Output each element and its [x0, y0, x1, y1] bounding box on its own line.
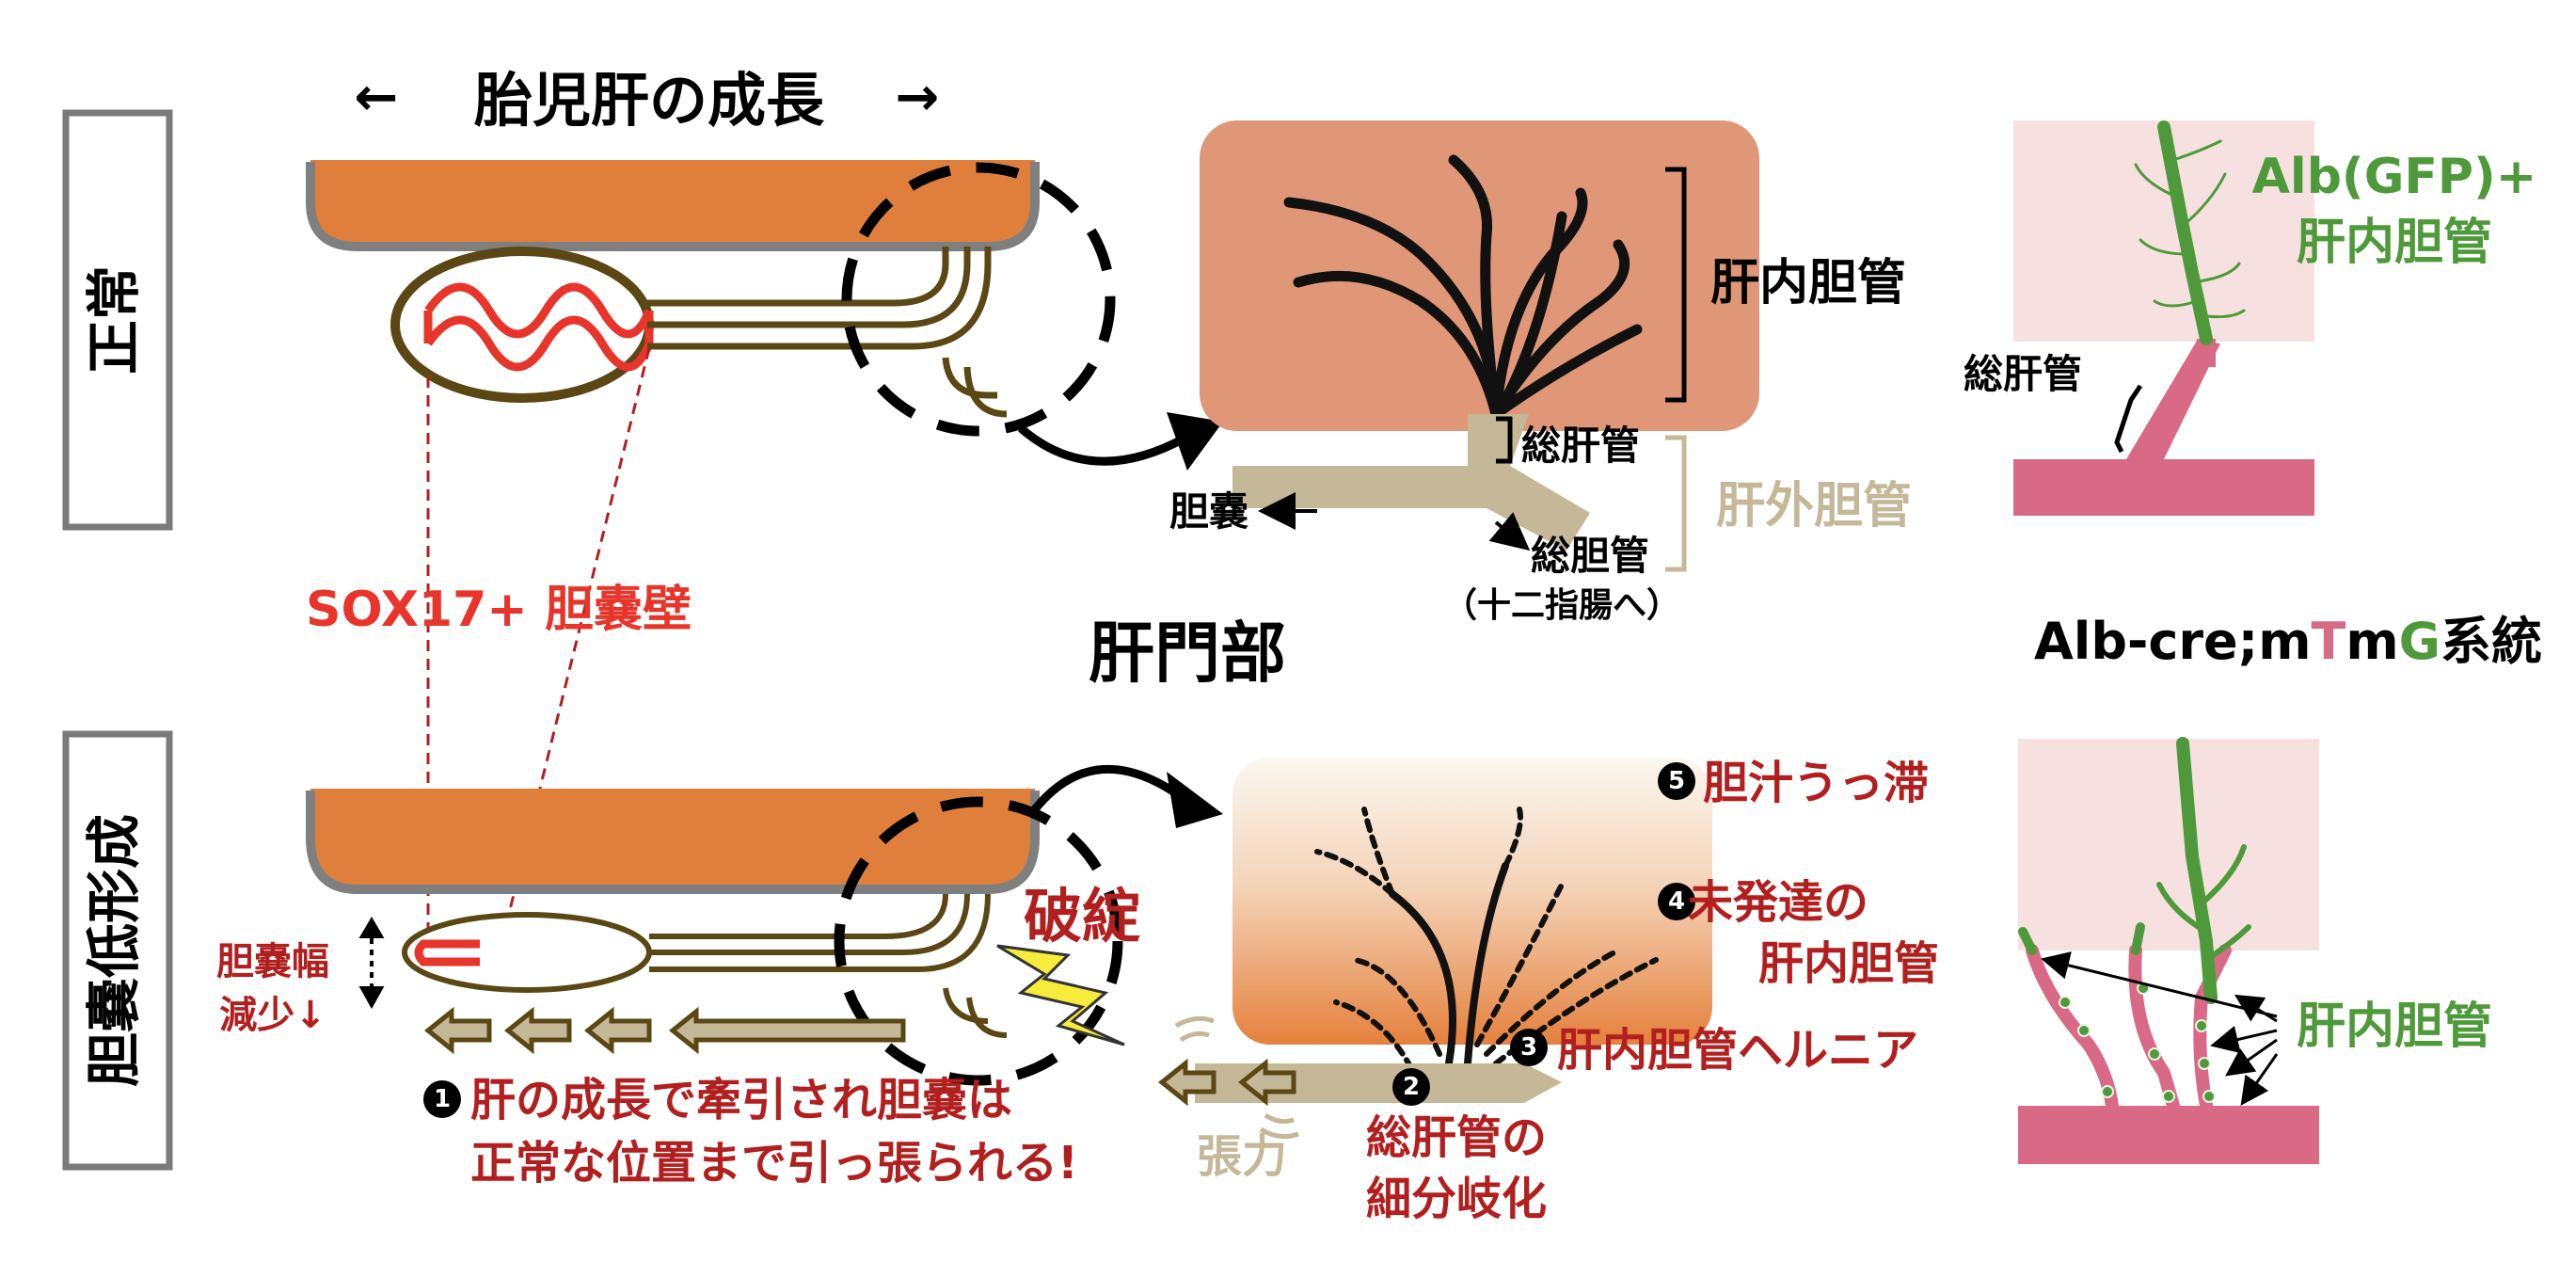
tension-arrows	[1157, 1058, 1296, 1107]
strain-g: G	[2399, 612, 2441, 671]
alb-gfp-label: Alb(GFP)+	[2252, 149, 2537, 205]
right-common-hepatic-bracket	[2114, 384, 2143, 454]
hypoplasia-cystic-duct	[649, 893, 1008, 1038]
common-hepatic-bracket	[1496, 416, 1513, 464]
fetal-growth-title: 胎児肝の成長	[474, 66, 825, 135]
normal-row-label: 正常	[82, 265, 146, 375]
gallbladder-label: 胆嚢	[1169, 488, 1248, 535]
step4-line2: 肝内胆管	[1758, 937, 1939, 990]
to-duodenum-label: （十二指腸へ）	[1443, 586, 1680, 625]
hypoplasia-row-label-box: 胆嚢低形成	[62, 730, 173, 1171]
step4-badge	[1658, 883, 1695, 920]
rupture-label: 破綻	[1024, 882, 1140, 951]
right-bottom-tissue	[2018, 739, 2319, 1164]
right-bottom-pointer-arrows	[2041, 951, 2279, 1106]
rupture-lightning-icon	[996, 944, 1125, 1046]
alb-gfp-duct-label: 肝内胆管	[2297, 215, 2492, 271]
common-bile-arrow	[1488, 512, 1531, 551]
sox17-guide-lines	[426, 347, 651, 956]
step2-badge	[1392, 1068, 1430, 1106]
step5-number: 5	[1668, 767, 1685, 795]
step1-line2: 正常な位置まで引っ張られる!	[470, 1137, 1078, 1190]
hypoplasia-liver	[306, 789, 1040, 894]
tension-wave-lines	[1174, 1015, 1299, 1140]
growth-arrow-left: ←	[355, 67, 399, 128]
strain-prefix: Alb-cre;m	[2034, 612, 2312, 671]
step3-badge	[1510, 1029, 1548, 1066]
strain-m: m	[2345, 612, 2398, 671]
normal-zoom-arrow	[1018, 424, 1188, 466]
step5-badge	[1658, 762, 1695, 800]
gb-width-label-2: 減少↓	[219, 994, 326, 1037]
intrahepatic-bracket	[1665, 167, 1687, 403]
strain-t: T	[2312, 612, 2346, 671]
strain-suffix: 系統	[2441, 612, 2542, 671]
hernia-liver	[1232, 758, 1712, 1045]
normal-zoom-liver	[1200, 120, 1759, 431]
gb-width-arrows	[358, 917, 385, 1010]
normal-row-label-box: 正常	[62, 109, 173, 531]
step3-number: 3	[1520, 1033, 1537, 1062]
sox17-label: SOX17+ 胆嚢壁	[306, 582, 692, 638]
strain-label: Alb-cre;mTmG系統	[2034, 612, 2542, 671]
extrahepatic-duct	[1232, 414, 1590, 551]
normal-cystic-duct	[647, 247, 1008, 418]
normal-zoom-arrowhead	[1167, 412, 1223, 471]
hypoplasia-hilum-circle	[834, 796, 1123, 1086]
traction-arrows	[423, 1006, 906, 1055]
hypoplasia-gallbladder	[402, 912, 652, 993]
growth-arrow-right: →	[896, 67, 940, 128]
step1-line1: 肝の成長で牽引され胆嚢は	[470, 1074, 1012, 1126]
common-hepatic-label: 総肝管	[1521, 423, 1640, 469]
hypoplasia-row-label: 胆嚢低形成	[82, 814, 146, 1087]
intrahepatic-duct-tree	[1283, 154, 1643, 420]
right-bottom-green-ducts	[2018, 737, 2251, 1004]
right-bottom-green-dots	[2059, 982, 2216, 1103]
step1-badge	[423, 1080, 461, 1118]
right-top-green-duct	[2134, 120, 2246, 345]
step5-label: 胆汁うっ滞	[1703, 757, 1929, 809]
step1-number: 1	[434, 1085, 451, 1113]
extrahepatic-duct-label: 肝外胆管	[1716, 478, 1912, 535]
right-common-hepatic-label: 総肝管	[1964, 351, 2082, 397]
tension-label: 張力	[1197, 1130, 1287, 1183]
right-bottom-duct-label: 肝内胆管	[2297, 998, 2492, 1055]
hypoplasia-zoom-arrowhead	[1167, 772, 1223, 828]
step2-number: 2	[1403, 1073, 1420, 1101]
normal-gallbladder	[390, 247, 654, 403]
intrahepatic-duct-label: 肝内胆管	[1710, 255, 1906, 312]
normal-liver	[306, 160, 1040, 251]
step3-label: 肝内胆管ヘルニア	[1557, 1024, 1918, 1077]
extrahepatic-bracket	[1665, 435, 1687, 572]
gb-width-label-1: 胆嚢幅	[216, 940, 329, 983]
step2-line1: 総肝管の	[1366, 1111, 1547, 1164]
step4-number: 4	[1668, 887, 1685, 916]
hilum-label: 肝門部	[1089, 615, 1286, 692]
hypoplasia-zoom-arrow	[1031, 764, 1188, 812]
normal-hilum-circle	[841, 162, 1116, 437]
common-bile-label: 総胆管	[1531, 533, 1649, 579]
step4-line1: 未発達の	[1688, 876, 1868, 929]
step2-line2: 細分岐化	[1366, 1173, 1547, 1225]
